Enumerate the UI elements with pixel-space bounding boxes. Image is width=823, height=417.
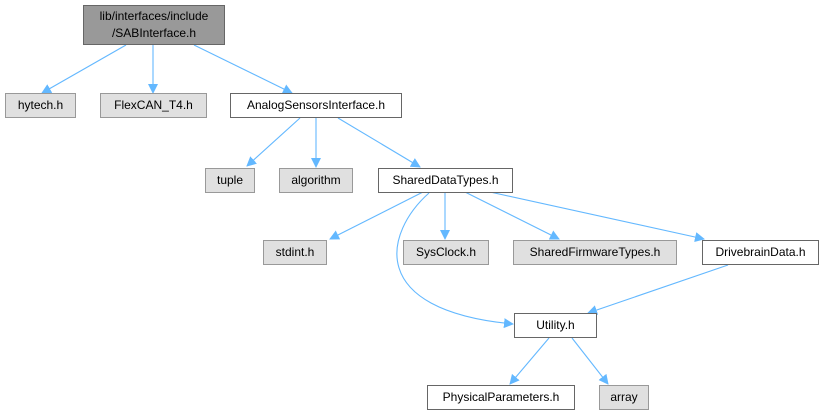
node-shared[interactable]: SharedDataTypes.h (378, 168, 513, 193)
node-sysclock: SysClock.h (403, 240, 489, 265)
node-flexcan: FlexCAN_T4.h (100, 93, 207, 118)
edge-sab-to-hytech (41, 44, 127, 94)
node-tuple: tuple (205, 168, 255, 193)
edge-shared-to-stdint (329, 191, 424, 240)
edge-shared-to-sft (464, 191, 560, 240)
edge-analog-to-tuple (246, 117, 301, 167)
node-hytech: hytech.h (5, 93, 76, 118)
edge-analog-to-shared (337, 117, 421, 168)
edge-sab-to-analog (193, 44, 293, 94)
node-array: array (599, 385, 649, 410)
node-stdint: stdint.h (263, 240, 327, 265)
edge-utility-to-physical (509, 337, 550, 385)
edge-shared-to-utility (396, 192, 514, 329)
node-physical[interactable]: PhysicalParameters.h (427, 385, 575, 410)
node-drivebrain[interactable]: DrivebrainData.h (702, 240, 819, 265)
edge-utility-to-array (571, 337, 609, 385)
node-utility[interactable]: Utility.h (514, 313, 597, 338)
node-sab: lib/interfaces/include /SABInterface.h (83, 5, 225, 45)
edge-drivebrain-to-utility (587, 264, 729, 315)
node-sft: SharedFirmwareTypes.h (513, 240, 677, 265)
node-analog[interactable]: AnalogSensorsInterface.h (230, 93, 402, 118)
edge-shared-to-drivebrain (489, 191, 705, 242)
node-algorithm: algorithm (279, 168, 353, 193)
